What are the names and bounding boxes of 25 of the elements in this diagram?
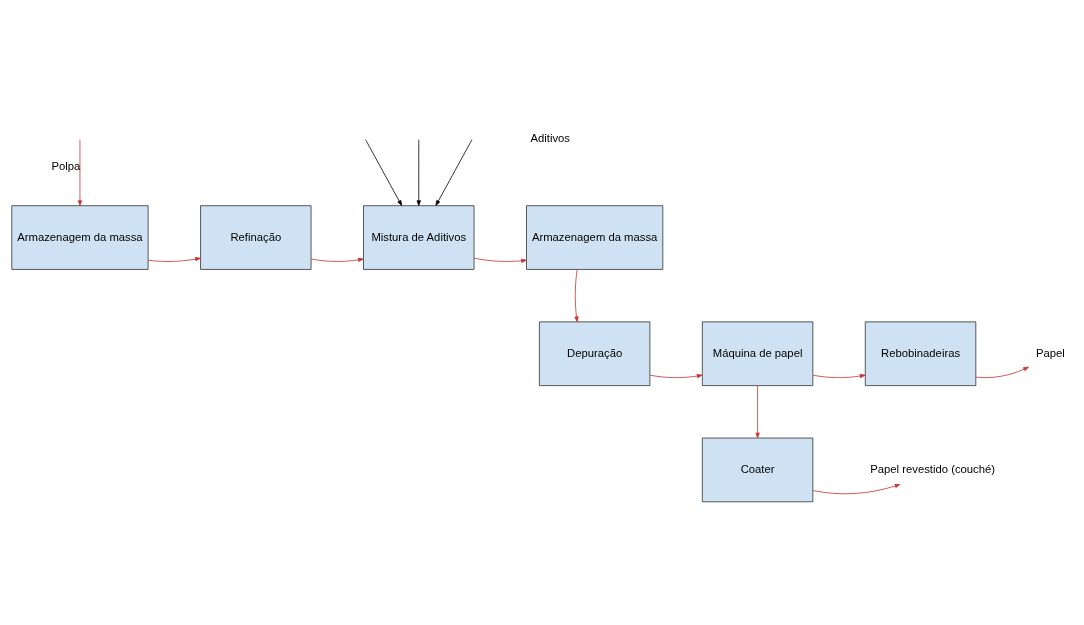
arrow <box>975 366 1029 378</box>
arrow <box>812 483 901 494</box>
arrow <box>574 268 579 322</box>
node-box: Refinação <box>200 204 312 270</box>
arrow <box>310 257 364 262</box>
node-box: Rebobinadeiras <box>864 320 977 386</box>
node-box: Máquina de papel <box>701 320 814 386</box>
arrow <box>812 373 866 378</box>
arrow <box>473 257 527 263</box>
arrow <box>147 256 201 262</box>
node-box: Armazenagem da massa <box>11 204 149 270</box>
node-box: Mistura de Aditivos <box>363 204 475 270</box>
edge-label: Polpa <box>51 159 81 172</box>
arrow <box>77 138 83 206</box>
node-box: Coater <box>701 437 814 502</box>
arrow <box>365 138 403 206</box>
arrow <box>435 138 473 206</box>
node-text: Papel <box>1036 346 1065 359</box>
node-text: Papel revestido (couché) <box>870 462 996 475</box>
arrow <box>755 384 760 438</box>
node-box: Armazenagem da massa <box>526 204 664 270</box>
arrow <box>416 138 421 206</box>
node-box: Depuração <box>538 320 651 386</box>
arrow <box>649 373 703 378</box>
label: Aditivos <box>530 131 571 144</box>
